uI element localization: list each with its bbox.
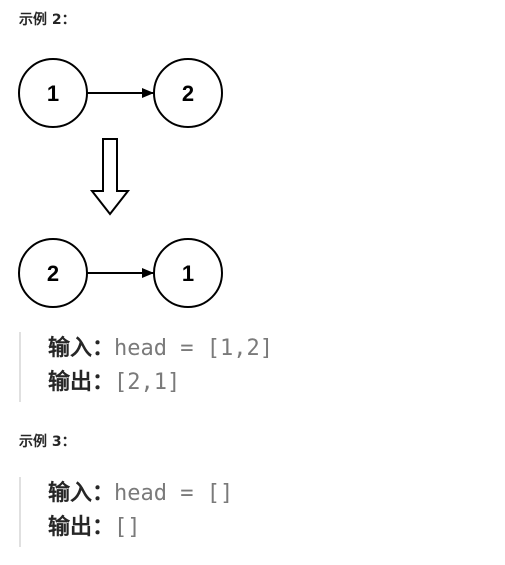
output-line: 输出：[]: [48, 511, 233, 545]
input-line: 输入：head = [1,2]: [48, 332, 273, 366]
input-line: 输入：head = []: [48, 477, 233, 511]
input-label: 输入：: [48, 481, 115, 506]
before-list: 1 2: [18, 58, 223, 128]
example-2-io-block: 输入：head = [1,2] 输出：[2,1]: [19, 332, 273, 402]
example-2-heading: 示例 2：: [19, 12, 76, 28]
output-value: []: [114, 515, 141, 540]
after-node-2-label: 1: [182, 261, 194, 286]
after-node-1-label: 2: [47, 261, 59, 286]
input-value: head = [1,2]: [114, 336, 273, 361]
example-3-io-block: 输入：head = [] 输出：[]: [19, 477, 233, 547]
before-node-1-label: 1: [47, 81, 59, 106]
linked-list-diagram: 1 2 2 1: [18, 58, 223, 308]
transform-down-arrow-icon: [89, 138, 131, 216]
output-line: 输出：[2,1]: [48, 366, 273, 400]
example-3-heading: 示例 3：: [19, 434, 76, 450]
input-label: 输入：: [48, 336, 115, 361]
output-label: 输出：: [48, 370, 115, 395]
after-list: 2 1: [18, 238, 223, 308]
input-value: head = []: [114, 481, 234, 506]
before-node-2-label: 2: [182, 81, 194, 106]
output-label: 输出：: [48, 515, 115, 540]
before-node-2: [153, 58, 223, 128]
after-node-2: [153, 238, 223, 308]
output-value: [2,1]: [114, 370, 181, 395]
